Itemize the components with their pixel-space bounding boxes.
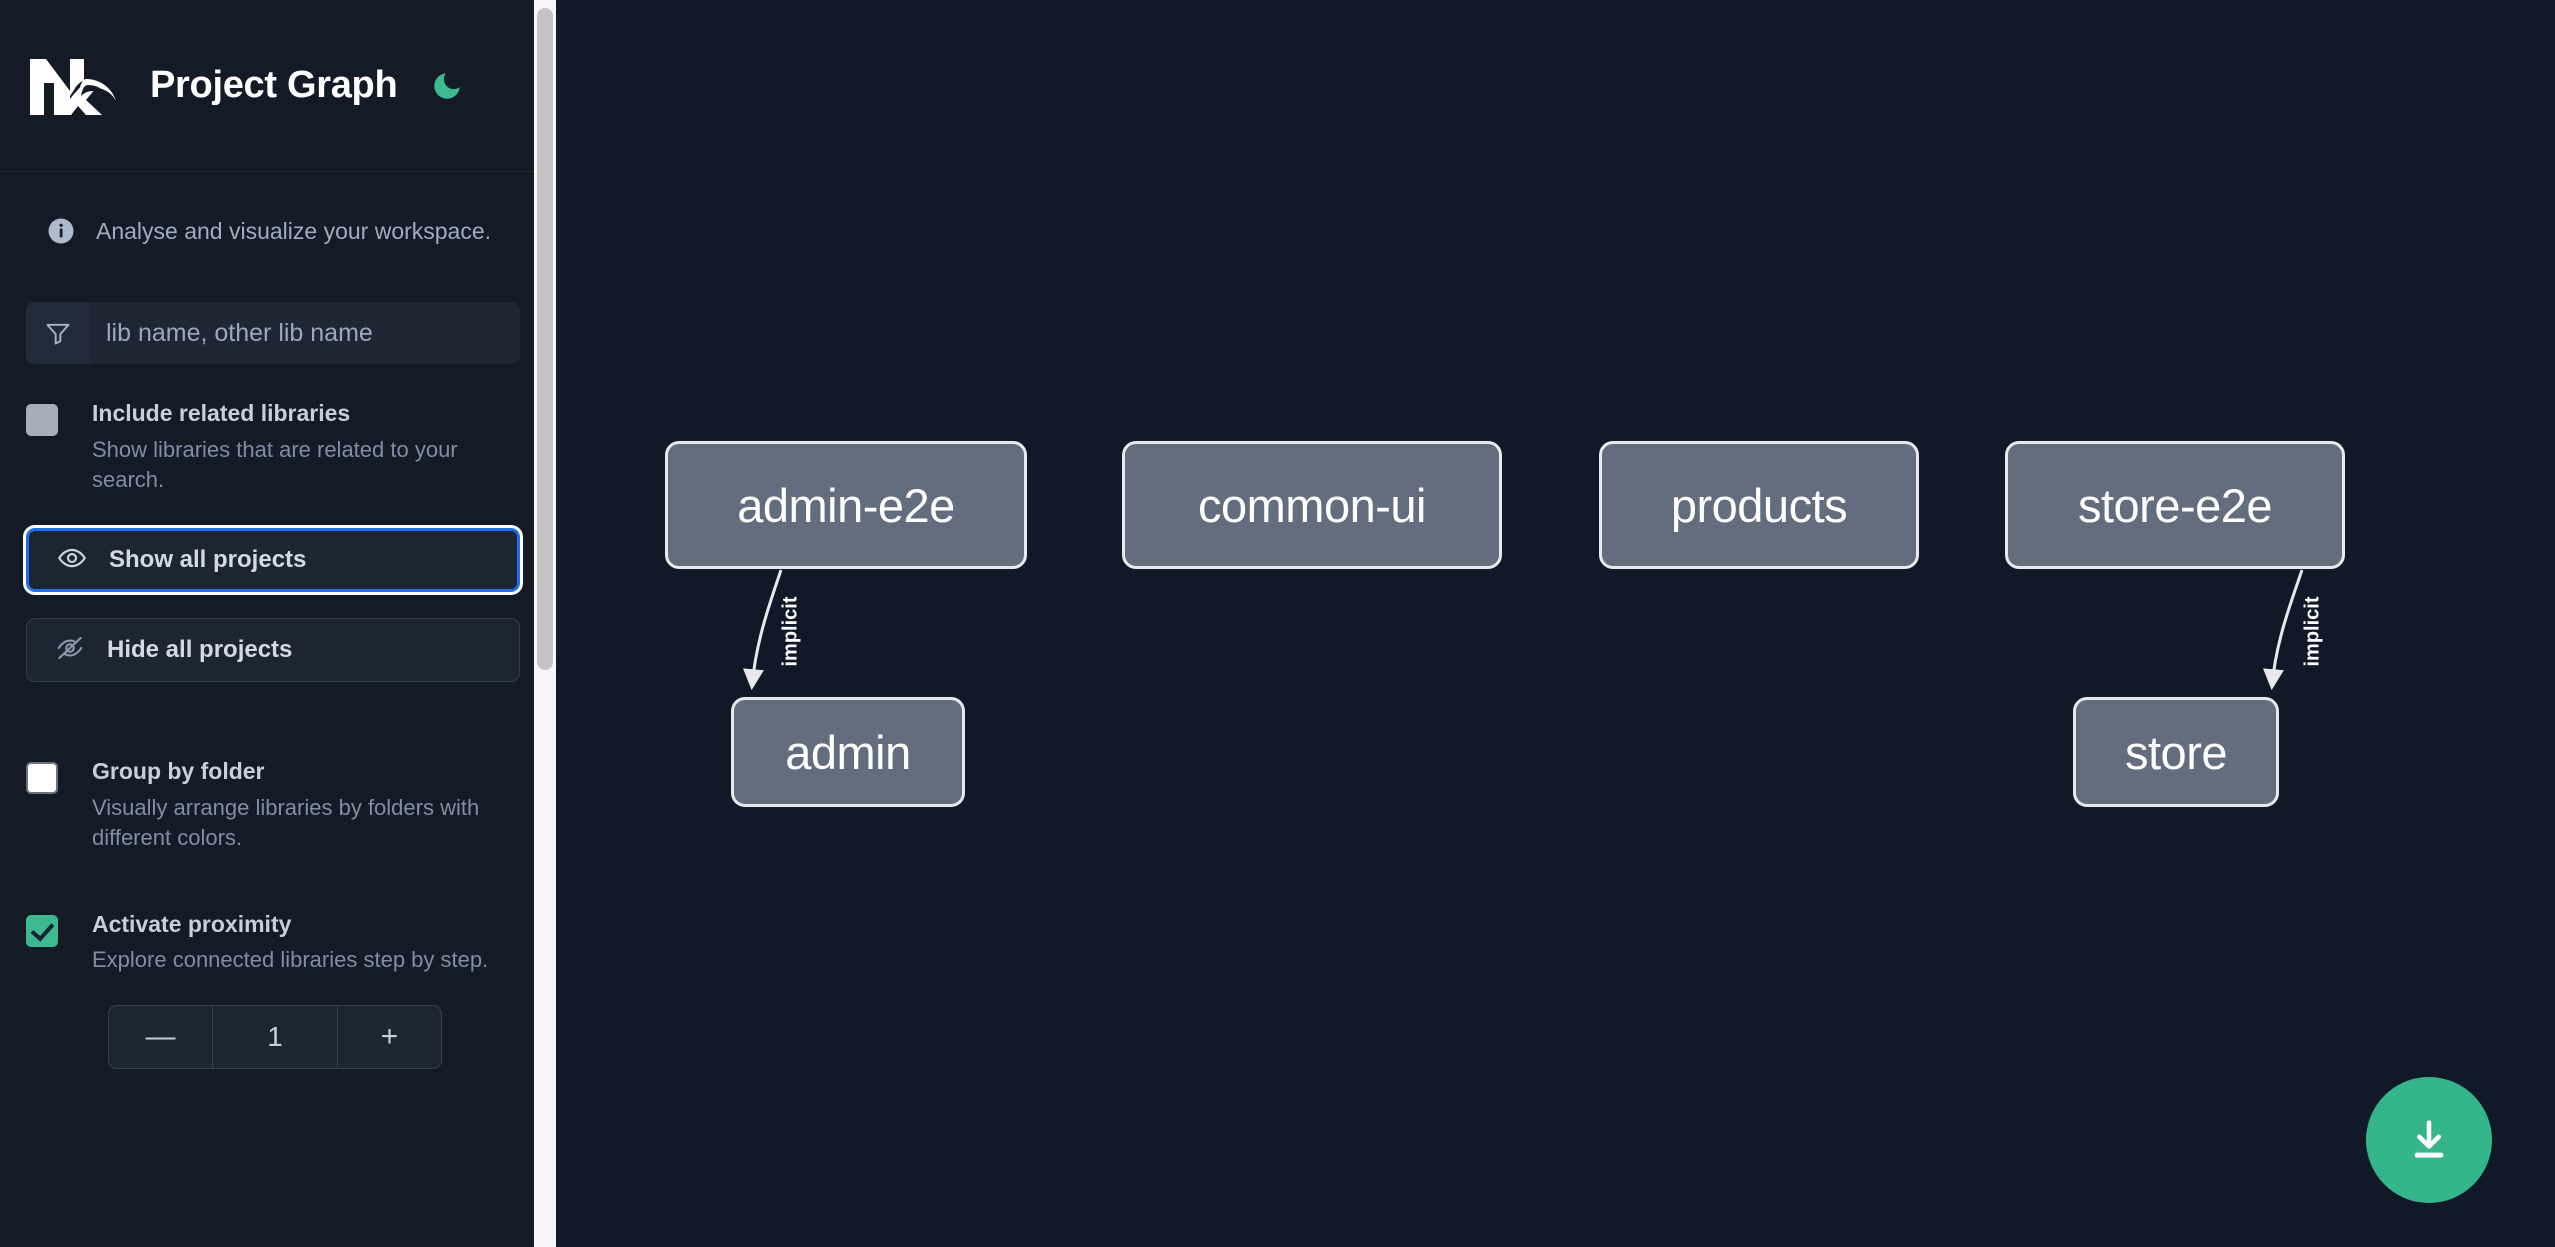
option-description: Visually arrange libraries by folders wi…	[92, 795, 480, 850]
option-description: Explore connected libraries step by step…	[92, 947, 489, 973]
option-text: Group by folder Visually arrange librari…	[92, 758, 520, 852]
checkbox-col	[26, 911, 74, 976]
option-text: Include related libraries Show libraries…	[92, 400, 520, 494]
option-title: Include related libraries	[92, 400, 351, 426]
nx-logo-icon	[26, 49, 122, 123]
proximity-stepper: — 1 +	[108, 1005, 442, 1070]
graph-canvas[interactable]: admin-e2e common-ui products store-e2e a…	[556, 0, 2555, 1247]
graph-node-common-ui[interactable]: common-ui	[1122, 441, 1502, 569]
include-related-libraries-checkbox[interactable]	[26, 404, 58, 436]
page-title: Project Graph	[150, 64, 398, 106]
edge-label-implicit-store: implicit	[2301, 596, 2324, 667]
info-icon	[46, 216, 76, 246]
eye-off-icon	[55, 633, 85, 668]
sidebar-header: Project Graph	[0, 0, 556, 172]
tagline-text: Analyse and visualize your workspace.	[96, 217, 492, 244]
option-include-related-libraries[interactable]: Include related libraries Show libraries…	[26, 400, 520, 494]
moon-icon[interactable]	[427, 66, 467, 106]
filter-row	[26, 302, 520, 364]
proximity-value: 1	[267, 1021, 283, 1053]
option-activate-proximity[interactable]: Activate proximity Explore connected lib…	[26, 911, 520, 976]
workspace-tagline: Analyse and visualize your workspace.	[0, 172, 556, 246]
edge-store-e2e-store	[2262, 569, 2304, 691]
hide-all-projects-button[interactable]: Hide all projects	[26, 618, 520, 683]
download-graph-button[interactable]	[2366, 1077, 2492, 1203]
graph-node-store[interactable]: store	[2073, 697, 2279, 807]
sidebar-body: Analyse and visualize your workspace. In…	[0, 172, 556, 1070]
sidebar-scrollbar-thumb[interactable]	[537, 8, 553, 670]
group-by-folder-checkbox[interactable]	[26, 762, 58, 795]
option-group-by-folder[interactable]: Group by folder Visually arrange librari…	[26, 758, 520, 852]
activate-proximity-checkbox[interactable]	[26, 914, 58, 947]
eye-icon	[57, 543, 87, 578]
sidebar: Project Graph Analyse and visualize your…	[0, 0, 556, 1247]
option-text: Activate proximity Explore connected lib…	[92, 911, 488, 976]
hide-all-projects-label: Hide all projects	[107, 636, 293, 664]
checkbox-col	[26, 400, 74, 494]
proximity-decrement-button[interactable]: —	[109, 1006, 213, 1069]
graph-node-admin-e2e[interactable]: admin-e2e	[665, 441, 1027, 569]
funnel-icon	[26, 302, 90, 364]
download-icon	[2414, 1120, 2444, 1158]
show-all-projects-label: Show all projects	[109, 546, 307, 574]
option-description: Show libraries that are related to your …	[92, 436, 458, 492]
proximity-increment-button[interactable]: +	[337, 1006, 441, 1069]
graph-node-products[interactable]: products	[1599, 441, 1919, 569]
edge-label-implicit-admin: implicit	[779, 596, 802, 667]
sidebar-scrollbar[interactable]	[534, 0, 556, 1247]
show-all-projects-button[interactable]: Show all projects	[26, 528, 520, 593]
graph-edges	[742, 569, 2304, 691]
edge-admin-e2e-admin	[742, 569, 783, 691]
graph-node-store-e2e[interactable]: store-e2e	[2005, 441, 2345, 569]
filter-input[interactable]	[90, 302, 520, 364]
graph-node-admin[interactable]: admin	[731, 697, 965, 807]
checkbox-col	[26, 758, 74, 852]
option-title: Group by folder	[92, 758, 265, 785]
option-title: Activate proximity	[92, 910, 292, 937]
